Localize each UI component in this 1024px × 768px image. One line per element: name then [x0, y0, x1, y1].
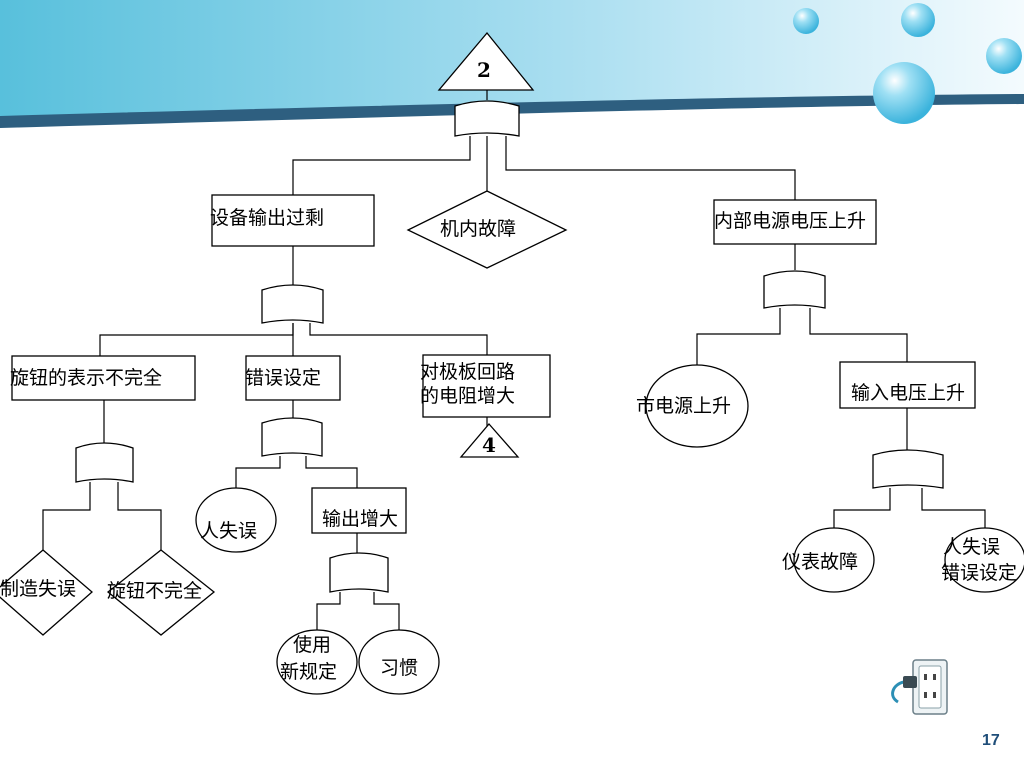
event-box-internal-supply	[713, 199, 877, 245]
label-plate-circuit-line2: 的电阻增大	[420, 385, 516, 407]
circle-human-error-setting	[944, 527, 1024, 593]
or-gate-equipment	[261, 284, 324, 324]
bubble-decoration	[793, 3, 1022, 124]
transfer-label-sub: 4	[482, 433, 496, 457]
connector-lines	[42, 90, 986, 632]
transfer-triangle-top	[437, 31, 535, 91]
label-wrong-setting: 错误设定	[245, 367, 322, 389]
or-gate-supply	[763, 270, 826, 309]
power-outlet-plug-icon	[891, 659, 948, 715]
or-gate-setting	[261, 417, 323, 457]
transfer-label-top: 2	[477, 58, 491, 82]
event-box-wrong-setting	[245, 355, 341, 401]
label-human-error-setting-line1: 人失误	[943, 536, 1001, 558]
event-box-knob-indication	[11, 355, 196, 401]
label-knob-incomplete: 旋钮不完全	[107, 580, 203, 602]
or-gate-output	[329, 552, 389, 593]
label-plate-circuit-line1: 对极板回路	[420, 361, 516, 383]
circle-habit	[358, 629, 440, 695]
or-gate-knob	[75, 442, 134, 483]
event-box-output-increase	[311, 487, 407, 534]
transfer-triangle-sub	[459, 423, 520, 458]
event-box-input-voltage	[839, 361, 976, 409]
label-output-increase: 输出增大	[322, 508, 399, 530]
diamond-manufacturing-error	[0, 549, 93, 636]
circle-meter-fault	[793, 527, 875, 593]
label-knob-indication-incomplete: 旋钮的表示不完全	[10, 367, 163, 389]
label-human-error: 人失误	[200, 520, 258, 542]
event-box-plate-circuit	[422, 354, 551, 418]
page-number: 17	[982, 732, 1000, 749]
label-input-voltage-rise: 输入电压上升	[851, 382, 966, 404]
label-new-rule-line2: 新规定	[280, 661, 338, 683]
event-box-equipment-output	[211, 194, 375, 247]
label-human-error-setting-line2: 错误设定	[941, 562, 1018, 584]
diamond-knob-incomplete	[106, 549, 216, 636]
circle-new-rule	[276, 629, 358, 695]
label-habit: 习惯	[380, 657, 419, 679]
label-manufacturing-error: 制造失误	[0, 578, 77, 600]
or-gate-top	[454, 100, 520, 137]
label-equipment-output-excess: 设备输出过剩	[210, 207, 325, 229]
label-new-rule-line1: 使用	[293, 634, 332, 656]
label-mains-supply-rise: 市电源上升	[636, 395, 732, 417]
label-meter-fault: 仪表故障	[782, 551, 859, 573]
circle-human-error	[195, 487, 277, 553]
diamond-internal-fault	[406, 190, 568, 269]
or-gate-input-voltage	[872, 449, 944, 489]
label-internal-fault: 机内故障	[440, 218, 517, 240]
circle-mains-supply	[645, 364, 749, 448]
label-internal-supply-voltage-rise: 内部电源电压上升	[714, 210, 867, 232]
